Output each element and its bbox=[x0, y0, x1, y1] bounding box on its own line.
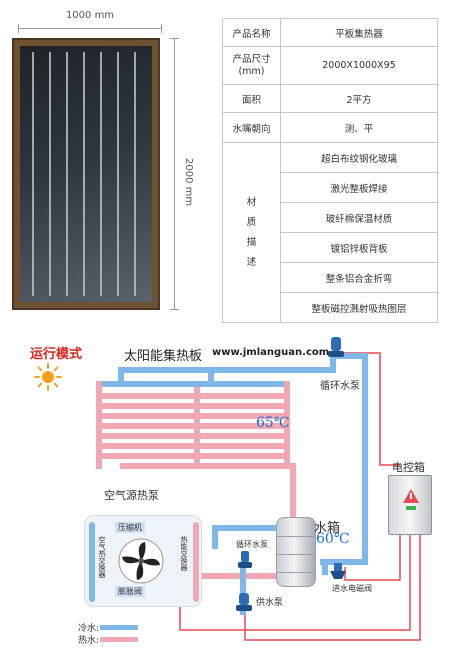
height-dimension: 2000 mm bbox=[164, 38, 194, 310]
absorber-fin bbox=[49, 52, 51, 296]
pipework bbox=[96, 352, 421, 641]
height-label: 2000 mm bbox=[183, 158, 194, 207]
flat-plate-collector-image bbox=[12, 38, 160, 310]
circ-pump-mid-label: 循环水泵 bbox=[236, 540, 268, 549]
collector-fin bbox=[102, 443, 194, 449]
absorber-fin bbox=[134, 52, 136, 296]
collector-fin bbox=[102, 393, 194, 399]
circulation-pump-icon bbox=[238, 551, 252, 568]
absorber-fin bbox=[117, 52, 119, 296]
circ-pump-top-label: 循环水泵 bbox=[320, 381, 360, 392]
spec-key: 产品尺寸(mm) bbox=[222, 46, 281, 85]
collector-fin bbox=[200, 453, 284, 459]
spec-key: 产品名称 bbox=[222, 18, 281, 47]
legend-cold-swatch bbox=[100, 625, 138, 630]
spec-row: 水嘴朝向 测、平 bbox=[222, 112, 438, 143]
material-item: 整板磁控溅射吸热图层 bbox=[280, 292, 438, 323]
compressor-label: 压缩机 bbox=[115, 522, 145, 533]
legend-hot-label: 热水: bbox=[78, 636, 100, 646]
solenoid-valve-icon bbox=[330, 563, 346, 579]
material-item: 超白布纹钢化玻璃 bbox=[280, 142, 438, 173]
website-label: www.jmlanguan.com bbox=[212, 347, 330, 358]
absorber-fin bbox=[32, 52, 34, 296]
width-label: 1000 mm bbox=[65, 10, 115, 21]
expansion-valve-label: 膨胀阀 bbox=[115, 586, 145, 597]
control-box-label: 电控箱 bbox=[392, 461, 425, 474]
width-dimension: 1000 mm bbox=[18, 6, 162, 33]
water-tank bbox=[276, 517, 316, 587]
absorber-fin bbox=[100, 52, 102, 296]
fan-icon bbox=[118, 538, 164, 584]
legend-hot-swatch bbox=[100, 637, 138, 642]
spec-key: 水嘴朝向 bbox=[222, 112, 281, 143]
spec-key: 面积 bbox=[222, 84, 281, 113]
material-item: 镀铝锌板背板 bbox=[280, 232, 438, 263]
heat-pump-title: 空气源热泵 bbox=[104, 489, 159, 502]
system-diagram: 运行模式 太阳能集热板 www.jmlanguan.com bbox=[0, 325, 450, 652]
control-box bbox=[388, 475, 432, 535]
supply-pump-icon bbox=[236, 593, 252, 611]
solenoid-valve-label: 进水电磁阀 bbox=[332, 584, 372, 593]
sys-hx-label: 热能交换器 bbox=[180, 536, 188, 571]
absorber-fin bbox=[66, 52, 68, 296]
material-label: 材 质 描 述 bbox=[222, 142, 281, 323]
circulation-pump-icon bbox=[328, 337, 344, 357]
supply-pump-label: 供水泵 bbox=[256, 598, 284, 608]
spec-value: 平板集热器 bbox=[280, 18, 438, 47]
legend-cold-label: 冷水: bbox=[78, 624, 100, 634]
collector-fin bbox=[200, 413, 284, 419]
collector-fin bbox=[200, 433, 284, 439]
collector-title: 太阳能集热板 bbox=[124, 349, 203, 364]
heat-pump-unit: 压缩机 膨胀阀 空气热交换器 热能交换器 bbox=[84, 515, 202, 607]
collector-temp: 65℃ bbox=[256, 415, 290, 431]
collector-fin bbox=[200, 443, 284, 449]
spec-value: 2平方 bbox=[280, 84, 438, 113]
spec-row: 面积 2平方 bbox=[222, 84, 438, 113]
material-row: 材 质 描 述 超白布纹钢化玻璃 bbox=[222, 142, 438, 323]
collector-fin bbox=[102, 413, 194, 419]
sun-icon bbox=[34, 363, 62, 391]
spec-value: 2000X1000X95 bbox=[280, 46, 438, 85]
collector-fin bbox=[102, 423, 194, 429]
spec-table: 产品名称 平板集热器 产品尺寸(mm) 2000X1000X95 面积 2平方 … bbox=[222, 18, 438, 323]
mode-title: 运行模式 bbox=[30, 347, 83, 362]
collector-fin bbox=[102, 453, 194, 459]
collector-fin bbox=[200, 403, 284, 409]
spec-row: 产品尺寸(mm) 2000X1000X95 bbox=[222, 46, 438, 85]
material-item: 激光整板焊接 bbox=[280, 172, 438, 203]
absorber-fin bbox=[83, 52, 85, 296]
collector-fin bbox=[200, 423, 284, 429]
spec-value: 测、平 bbox=[280, 112, 438, 143]
collector-fin bbox=[102, 433, 194, 439]
warning-icon bbox=[403, 488, 419, 503]
material-item: 整条铝合金折弯 bbox=[280, 262, 438, 293]
air-hx-label: 空气热交换器 bbox=[98, 536, 106, 578]
tank-label: 水箱 bbox=[314, 521, 341, 536]
collector-fin bbox=[200, 393, 284, 399]
collector-fin bbox=[102, 403, 194, 409]
material-item: 玻纤棉保温材质 bbox=[280, 202, 438, 233]
tank-temp: 60℃ bbox=[316, 531, 350, 547]
spec-row: 产品名称 平板集热器 bbox=[222, 18, 438, 47]
